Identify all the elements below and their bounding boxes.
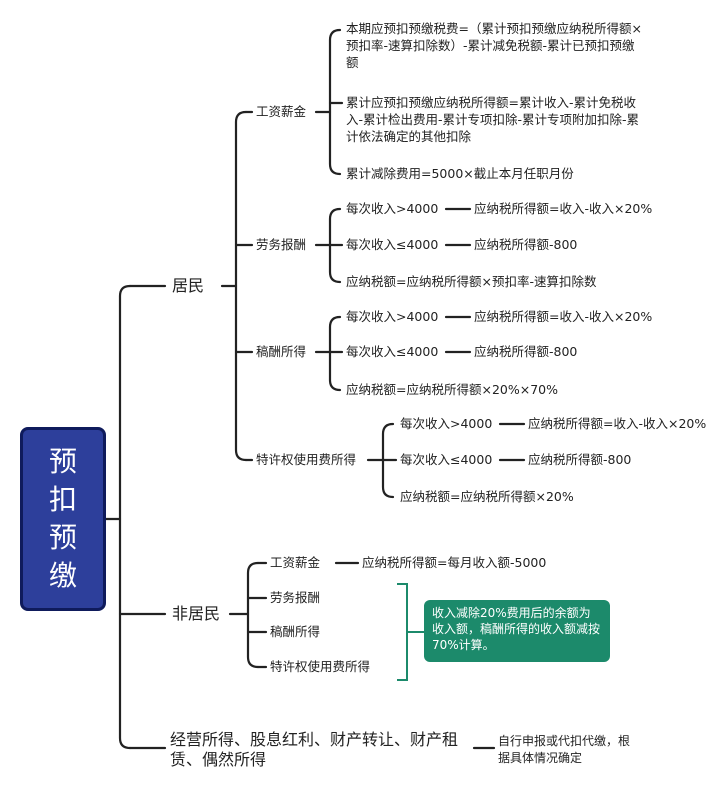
node-resident-salary[interactable]: 工资薪金: [256, 104, 307, 119]
root-char: 缴: [48, 559, 77, 592]
franchise-item[interactable]: 每次收入≤4000: [400, 452, 493, 467]
salary-item-formula[interactable]: 本期应预扣预缴税费=（累计预扣预缴应纳税所得额×预扣率-速算扣除数）-累计减免税…: [346, 21, 642, 70]
labor-item[interactable]: 应纳税额=应纳税所得额×预扣率-速算扣除数: [346, 274, 597, 289]
root-char: 扣: [48, 483, 77, 516]
labor-result[interactable]: 应纳税所得额-800: [474, 237, 578, 252]
node-resident-royalty[interactable]: 稿酬所得: [256, 344, 307, 359]
franchise-result[interactable]: 应纳税所得额=收入-收入×20%: [528, 416, 707, 431]
labor-item[interactable]: 每次收入≤4000: [346, 237, 439, 252]
root-node[interactable]: 预 扣 预 缴: [20, 427, 106, 611]
node-nonresident-labor[interactable]: 劳务报酬: [270, 590, 321, 605]
summary-note[interactable]: 收入减除20%费用后的余额为收入额，稿酬所得的收入额减按70%计算。: [424, 600, 610, 662]
franchise-result[interactable]: 应纳税所得额-800: [528, 452, 632, 467]
node-nonresident-salary[interactable]: 工资薪金: [270, 555, 321, 570]
royalty-item[interactable]: 应纳税额=应纳税所得额×20%×70%: [346, 382, 558, 397]
salary-item-formula[interactable]: 累计减除费用=5000×截止本月任职月份: [346, 166, 574, 181]
node-resident-franchise[interactable]: 特许权使用费所得: [256, 452, 357, 467]
root-char: 预: [48, 521, 77, 554]
royalty-result[interactable]: 应纳税所得额-800: [474, 344, 578, 359]
labor-result[interactable]: 应纳税所得额=收入-收入×20%: [474, 201, 653, 216]
node-nonresident[interactable]: 非居民: [172, 604, 221, 623]
royalty-item[interactable]: 每次收入>4000: [346, 309, 439, 324]
nonresident-salary-result[interactable]: 应纳税所得额=每月收入额-5000: [362, 555, 547, 570]
node-resident[interactable]: 居民: [172, 276, 205, 295]
business-result[interactable]: 自行申报或代扣代缴，根据具体情况确定: [498, 734, 631, 765]
node-nonresident-franchise[interactable]: 特许权使用费所得: [270, 659, 371, 674]
labor-item[interactable]: 每次收入>4000: [346, 201, 439, 216]
node-nonresident-royalty[interactable]: 稿酬所得: [270, 624, 321, 639]
node-resident-labor[interactable]: 劳务报酬: [256, 237, 307, 252]
royalty-item[interactable]: 每次收入≤4000: [346, 344, 439, 359]
root-char: 预: [48, 445, 77, 478]
franchise-item[interactable]: 应纳税额=应纳税所得额×20%: [400, 489, 574, 504]
royalty-result[interactable]: 应纳税所得额=收入-收入×20%: [474, 309, 653, 324]
node-business[interactable]: 经营所得、股息红利、财产转让、财产租赁、偶然所得: [170, 730, 459, 769]
franchise-item[interactable]: 每次收入>4000: [400, 416, 493, 431]
salary-item-formula[interactable]: 累计应预扣预缴应纳税所得额=累计收入-累计免税收入-累计检出费用-累计专项扣除-…: [346, 95, 640, 144]
